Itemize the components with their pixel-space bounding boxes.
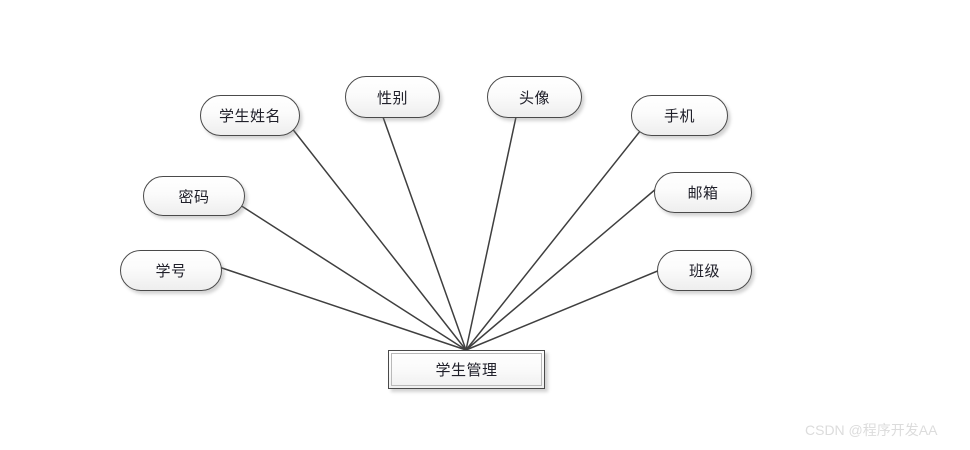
attribute-label: 班级 xyxy=(688,264,720,280)
edge-7 xyxy=(465,269,661,351)
attribute-label: 性别 xyxy=(376,90,408,107)
attribute-node[interactable]: 学号 xyxy=(120,250,222,291)
edge-3 xyxy=(465,129,642,351)
edge-5 xyxy=(465,187,658,351)
attribute-label: 密码 xyxy=(178,189,210,206)
csdn-watermark: CSDN @程序开发AA xyxy=(805,422,938,438)
edge-0 xyxy=(290,126,467,351)
attribute-node[interactable]: 性别 xyxy=(345,76,440,118)
edge-4 xyxy=(239,204,467,351)
attribute-label: 邮箱 xyxy=(687,186,719,202)
attribute-node[interactable]: 密码 xyxy=(143,176,245,216)
attribute-label: 学生姓名 xyxy=(218,109,281,125)
attribute-label: 手机 xyxy=(663,109,695,125)
attribute-label: 学号 xyxy=(155,264,187,280)
attribute-label: 头像 xyxy=(518,90,550,107)
edge-1 xyxy=(382,116,467,351)
attribute-node[interactable]: 学生姓名 xyxy=(200,95,300,136)
attribute-node[interactable]: 邮箱 xyxy=(654,172,752,213)
entity-node-student-management[interactable]: 学生管理 xyxy=(388,350,545,389)
attribute-node[interactable]: 手机 xyxy=(631,95,728,136)
attribute-node[interactable]: 班级 xyxy=(657,250,752,291)
edge-2 xyxy=(465,116,517,351)
entity-label: 学生管理 xyxy=(435,363,498,379)
edge-6 xyxy=(218,266,467,351)
attribute-node[interactable]: 头像 xyxy=(487,76,582,118)
